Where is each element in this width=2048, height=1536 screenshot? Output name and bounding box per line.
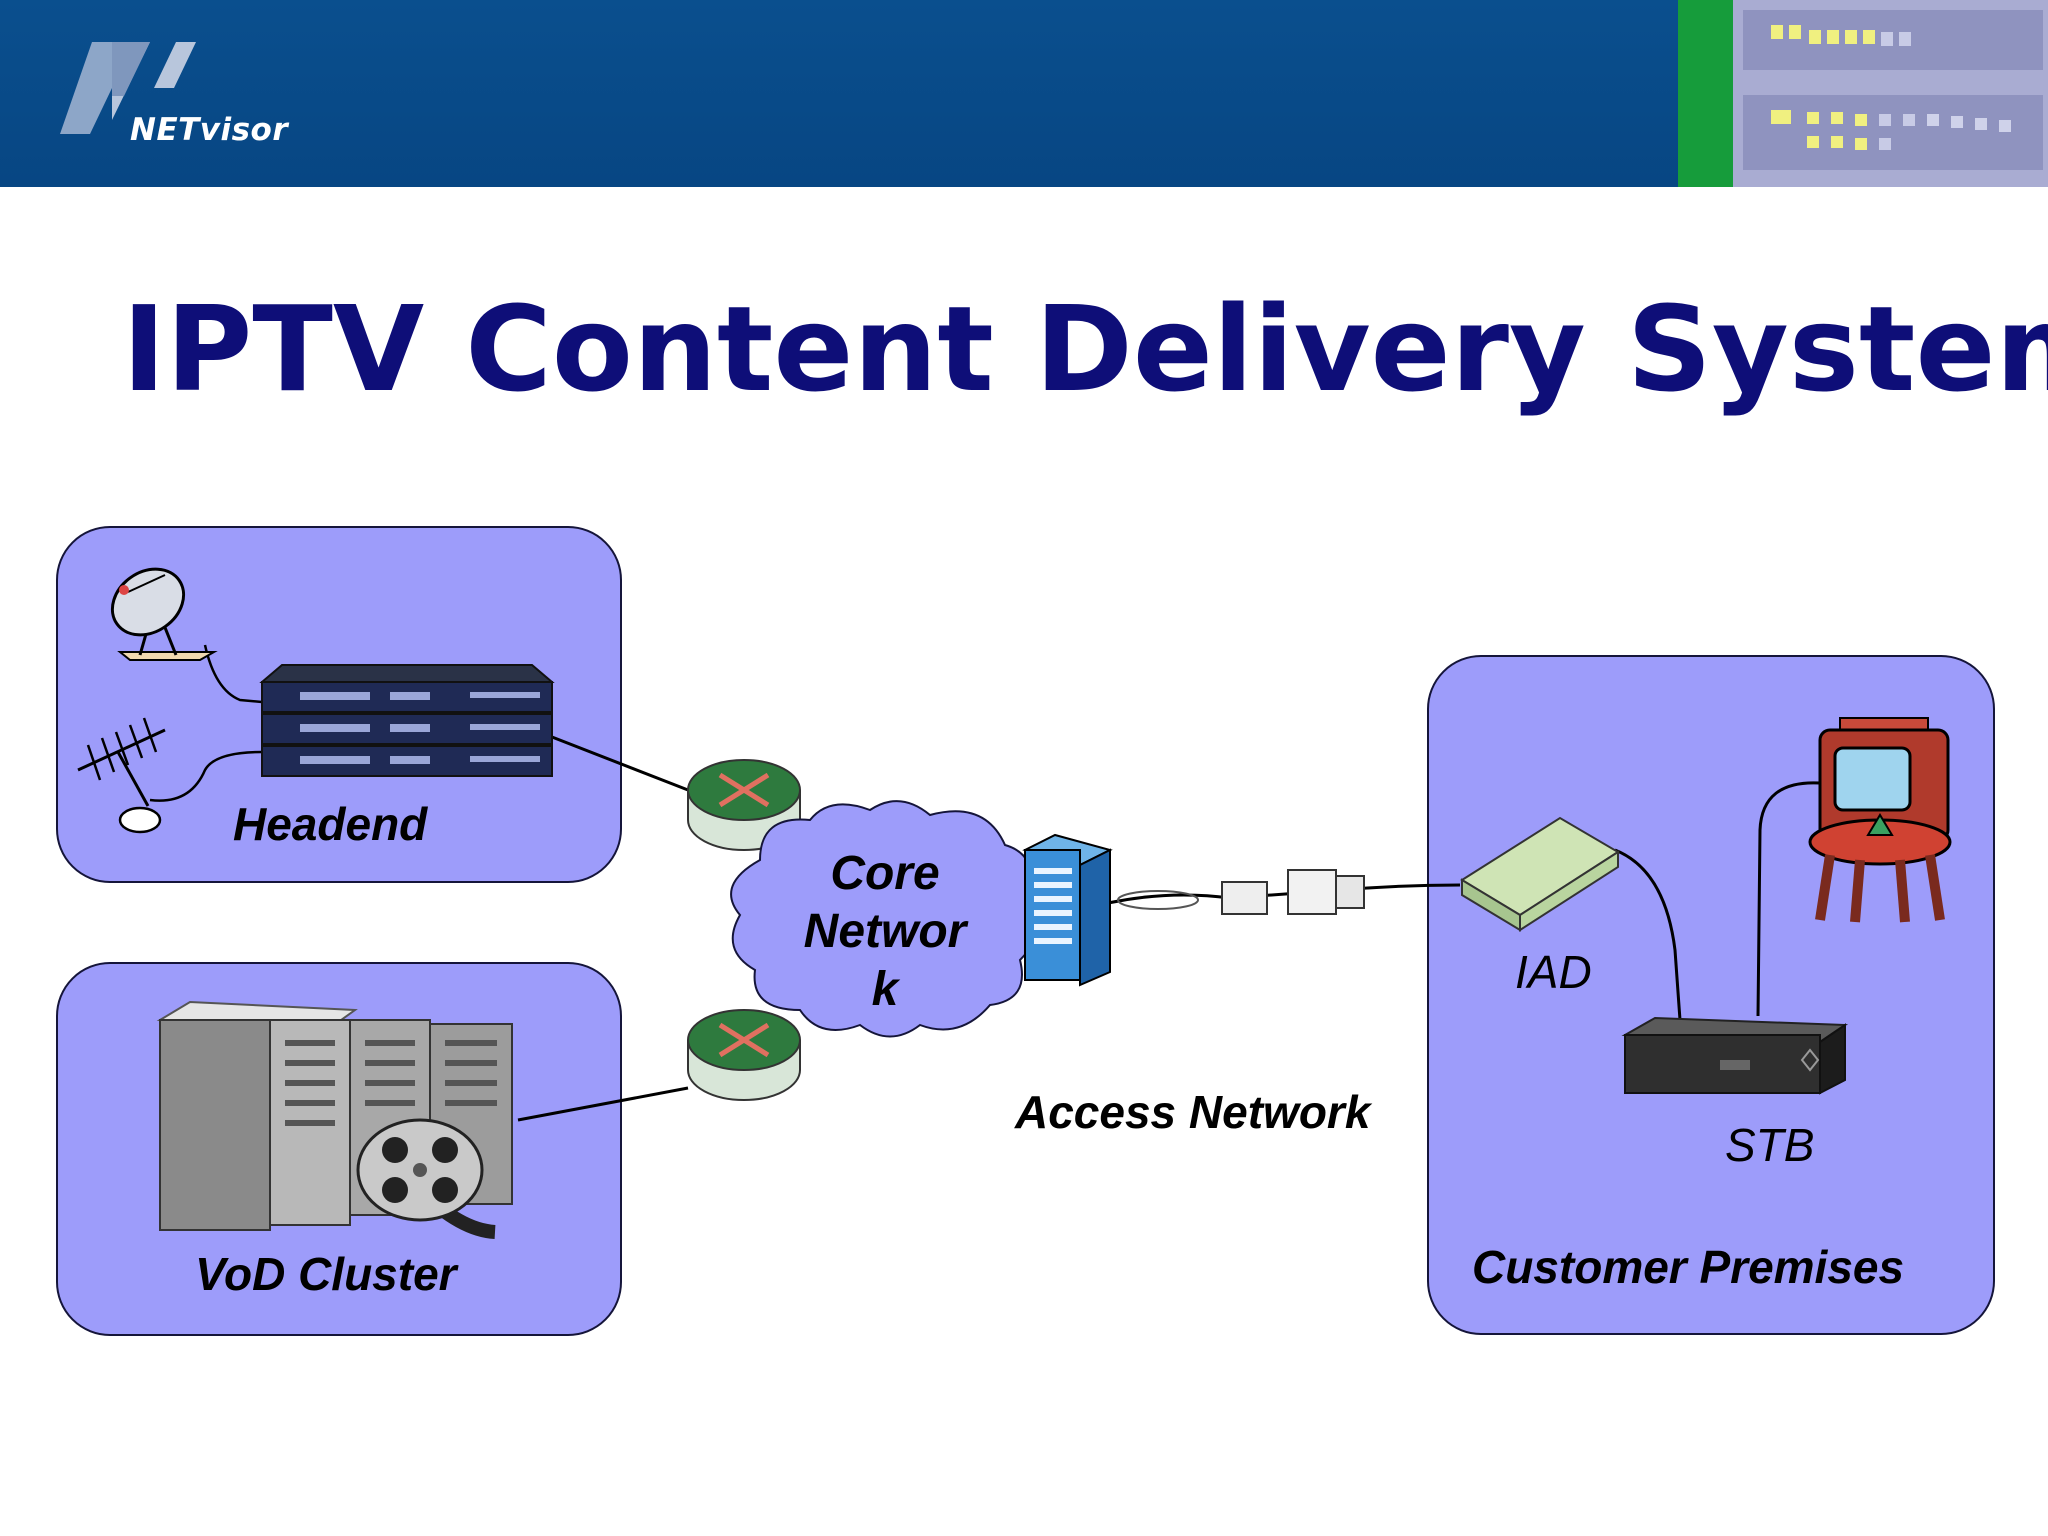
stb-tv-cable: [1756, 781, 1821, 1017]
satellite-dish-icon: [110, 567, 218, 661]
cable-connector-icon: [1117, 869, 1365, 915]
headend-label: Headend: [233, 798, 428, 850]
core-router-bottom-icon: [687, 1009, 801, 1101]
core-network-label-line2: Networ: [803, 905, 967, 958]
access-network-label: Access Network: [1015, 1086, 1371, 1138]
header-accent-stripe: [1678, 0, 1733, 187]
network-equipment-photo: [1733, 0, 2048, 187]
vod-cluster-label: VoD Cluster: [195, 1248, 457, 1300]
customer-premises-label: Customer Premises: [1472, 1241, 1905, 1293]
access-network-link: [1107, 883, 1461, 905]
iad-stb-cable: [1614, 848, 1682, 1021]
headend-link: [551, 735, 689, 792]
slide-title: IPTV Content Delivery System: [122, 280, 2048, 418]
tv-antenna-icon: [77, 717, 166, 834]
headend-encoder-rack: [259, 664, 555, 777]
stb-label: STB: [1725, 1119, 1815, 1171]
logo-mark-left: [60, 42, 112, 134]
core-network-cloud: [730, 800, 1039, 1038]
core-network-label-line3: k: [871, 963, 899, 1016]
set-top-box-icon: [1621, 1016, 1849, 1095]
access-server-icon: [1022, 833, 1113, 987]
film-reel-icon: [356, 1118, 496, 1239]
core-network-label: Core Networ k: [770, 845, 1000, 1019]
vod-link: [517, 1086, 689, 1122]
netvisor-logo: [60, 42, 196, 134]
core-network-label-line1: Core: [830, 847, 940, 900]
iad-modem-icon: [1460, 816, 1620, 932]
television-icon: [1808, 717, 1952, 923]
logo-text: NETvisor: [130, 112, 289, 148]
iad-label: IAD: [1515, 946, 1592, 998]
